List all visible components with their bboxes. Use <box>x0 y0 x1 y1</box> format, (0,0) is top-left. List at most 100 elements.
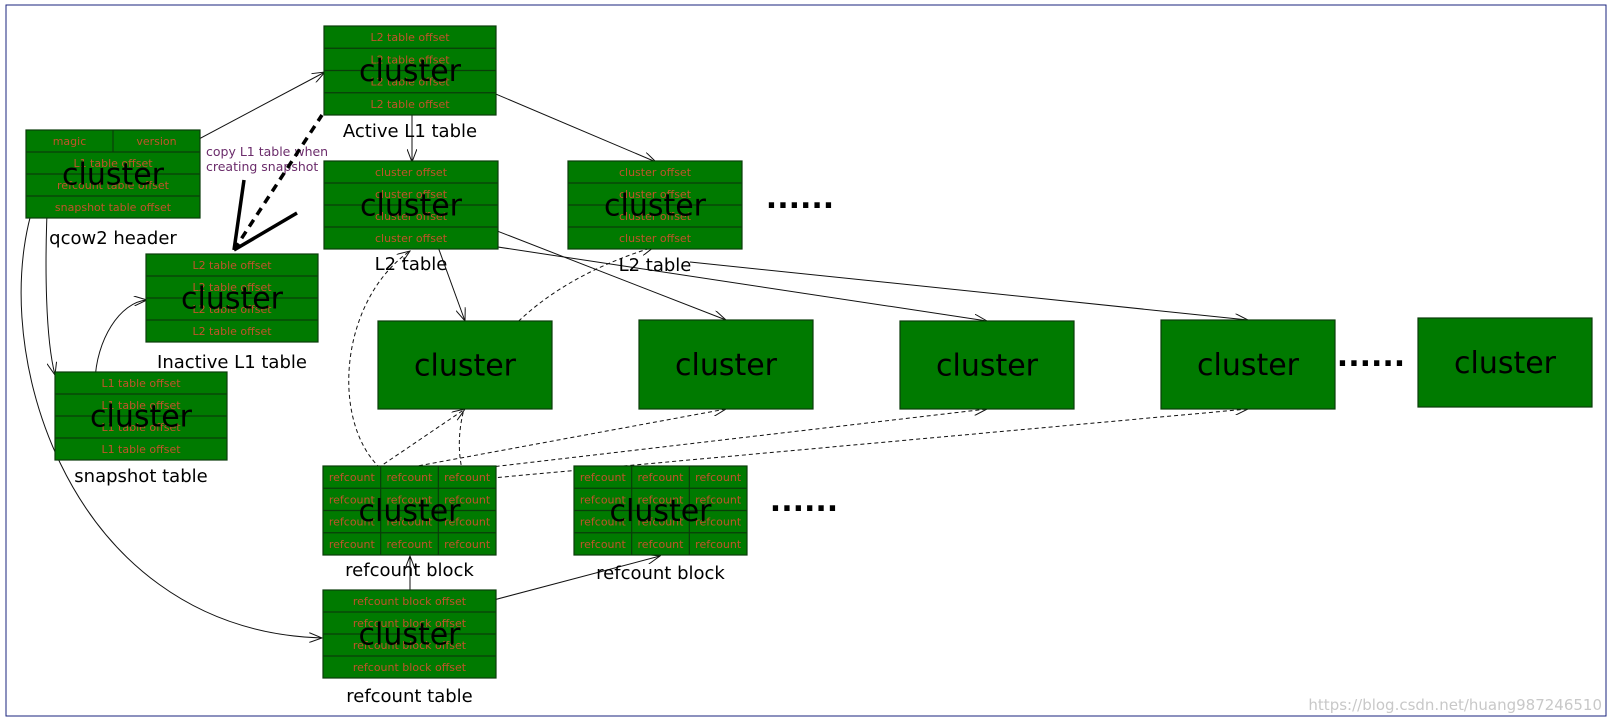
note-line-2: creating snapshot <box>206 159 318 174</box>
refcount-block-1-field: refcount <box>444 493 491 506</box>
refcount-block-2-field: refcount <box>638 538 685 551</box>
qcow2-header-caption: qcow2 header <box>49 228 177 249</box>
refcount-block-2-node: refcount refcount refcount refcount refcount… <box>573 465 748 584</box>
refcount-table-field: refcount block offset <box>353 639 467 652</box>
refcount-block-1-field: refcount <box>329 471 376 484</box>
refcount-block-2-field: refcount <box>695 493 742 506</box>
refcount-block-1-field: refcount <box>387 516 434 529</box>
data-cluster-3-label: cluster <box>936 349 1039 384</box>
qcow2-header-field: version <box>136 135 176 148</box>
ellipsis-refcount-blocks: ...... <box>770 484 838 519</box>
inactive-l1-node: L2 table offset L2 table offset L2 table o… <box>145 253 319 373</box>
refcount-block-1-node: refcount refcount refcount refcount refcount… <box>322 465 497 581</box>
l2-table-2-caption: L2 table <box>619 255 692 276</box>
refcount-to-data-cluster-3-arrow <box>439 409 987 474</box>
l2-table-1-field: cluster offset <box>375 166 448 179</box>
refcount-table-node: refcount block offset refcount block offs… <box>322 589 497 707</box>
l2-table-2-node: cluster offset cluster offset cluster offs… <box>567 160 743 276</box>
data-cluster-5-box <box>1417 317 1593 408</box>
arrow-layer <box>20 72 1248 638</box>
refcount-block-1-field: refcount <box>329 516 376 529</box>
refcount-block-1-field: refcount <box>387 538 434 551</box>
active-l1-field: L2 table offset <box>370 98 450 111</box>
data-cluster-1-box <box>377 320 553 410</box>
refcount-block-2-field: refcount <box>695 538 742 551</box>
data-cluster-2-label: cluster <box>675 348 778 383</box>
inactive-l1-field: L2 table offset <box>192 303 272 316</box>
refcount-to-data-cluster-4-arrow <box>469 409 1248 481</box>
snapshot-to-inactive-l1-arrow <box>94 300 147 383</box>
header-to-refcount-table-arrow <box>20 187 322 638</box>
active-l1-node: L2 table offset L2 table offset L2 table o… <box>323 25 497 142</box>
refcount-block-2-field: refcount <box>638 516 685 529</box>
snapshot-table-caption: snapshot table <box>74 466 207 487</box>
data-cluster-2: cluster <box>638 319 814 410</box>
refcount-table-field: refcount block offset <box>353 595 467 608</box>
refcount-block-2-field: refcount <box>580 471 627 484</box>
l2-table-2-field: cluster offset <box>619 210 692 223</box>
l2-to-data-cluster-3-arrow <box>477 243 987 321</box>
refcount-table-field: refcount block offset <box>353 617 467 630</box>
inactive-l1-field: L2 table offset <box>192 259 272 272</box>
refcount-block-1-field: refcount <box>444 516 491 529</box>
refcount-table-caption: refcount table <box>346 686 473 707</box>
refcount-block-2-field: refcount <box>695 516 742 529</box>
snapshot-table-field: L1 table offset <box>101 421 181 434</box>
refcount-block-1-caption: refcount block <box>345 560 474 581</box>
refcount-table-field: refcount block offset <box>353 661 467 674</box>
active-l1-field: L2 table offset <box>370 76 450 89</box>
l2-table-2-field: cluster offset <box>619 188 692 201</box>
refcount-to-data-cluster-2-arrow <box>411 409 726 468</box>
refcount-to-l2-table-1-arrow <box>348 251 410 469</box>
copy-solid-stroke-right <box>233 211 298 252</box>
node-layer: magic version L1 table offset refcount tabl… <box>25 25 1593 707</box>
ellipsis-l2-tables: ...... <box>766 181 834 216</box>
refcount-block-2-field: refcount <box>580 538 627 551</box>
refcount-block-2-field: refcount <box>638 493 685 506</box>
qcow2-header-cluster-label: cluster <box>62 158 165 193</box>
l2-to-data-cluster-4-arrow <box>689 261 1248 320</box>
qcow2-header-field: refcount table offset <box>57 179 170 192</box>
note-line-1: copy L1 table when <box>206 144 328 159</box>
l2-table-2-field: cluster offset <box>619 232 692 245</box>
refcount-block-1-field: refcount <box>444 471 491 484</box>
refcount-block-1-cluster-label: cluster <box>358 494 461 529</box>
watermark: https://blog.csdn.net/huang987246510 <box>1308 696 1602 714</box>
l2-table-2-cluster-label: cluster <box>604 189 707 224</box>
copy-solid-stroke-left <box>232 179 246 251</box>
l2-table-2-field: cluster offset <box>619 166 692 179</box>
l2-table-1-field: cluster offset <box>375 232 448 245</box>
active-l1-field: L2 table offset <box>370 53 450 66</box>
l2-table-1-caption: L2 table <box>375 254 448 275</box>
refcount-block-1-field: refcount <box>387 471 434 484</box>
refcount-block-1-field: refcount <box>444 538 491 551</box>
data-cluster-4-label: cluster <box>1197 348 1300 383</box>
copy-l1-note: copy L1 table when creating snapshot <box>206 114 328 252</box>
inactive-l1-field: L2 table offset <box>192 325 272 338</box>
refcount-block-2-field: refcount <box>695 471 742 484</box>
data-cluster-4: cluster <box>1160 319 1336 410</box>
refcount-block-2-field: refcount <box>580 516 627 529</box>
refcount-block-2-caption: refcount block <box>596 563 725 584</box>
refcount-block-1-field: refcount <box>387 493 434 506</box>
qcow2-header-field: snapshot table offset <box>55 201 172 214</box>
qcow2-header-field: L1 table offset <box>73 157 153 170</box>
ellipsis-data-clusters: ...... <box>1337 339 1405 374</box>
data-cluster-3-box <box>899 320 1075 410</box>
inactive-l1-field: L2 table offset <box>192 281 272 294</box>
qcow2-header-field: magic <box>53 135 87 148</box>
inactive-l1-cluster-label: cluster <box>181 282 284 317</box>
snapshot-table-cluster-label: cluster <box>90 400 193 435</box>
data-cluster-5-label: cluster <box>1454 346 1557 381</box>
active-l1-caption: Active L1 table <box>343 121 477 142</box>
data-cluster-3: cluster <box>899 320 1075 410</box>
data-cluster-2-box <box>638 319 814 410</box>
data-cluster-5: cluster <box>1417 317 1593 408</box>
active-l1-field: L2 table offset <box>370 31 450 44</box>
l2-table-1-cluster-label: cluster <box>360 189 463 224</box>
refcount-to-data-cluster-1-arrow <box>377 409 465 469</box>
data-cluster-4-box <box>1160 319 1336 410</box>
